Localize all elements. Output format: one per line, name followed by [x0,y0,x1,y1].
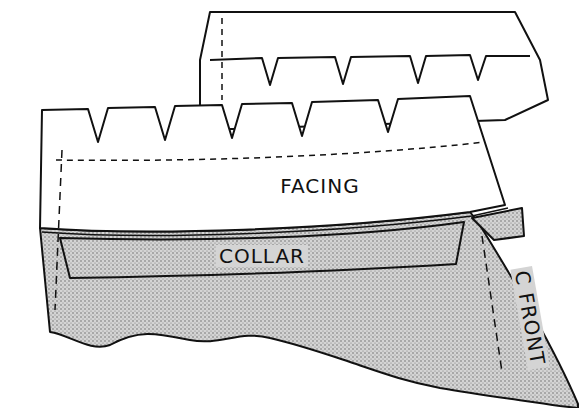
front-facing [40,96,505,231]
garment-body [40,212,578,408]
collar-tip [472,208,524,240]
neckline-edge [42,208,508,235]
center-front-line [482,236,502,372]
facing-stitch-line [56,142,485,160]
part-name: COLLAR [216,245,308,267]
back-stitch-line [221,18,223,100]
part-name: FACING [277,175,362,197]
left-stitch-line [55,150,62,310]
back-facing-notches [210,55,530,85]
